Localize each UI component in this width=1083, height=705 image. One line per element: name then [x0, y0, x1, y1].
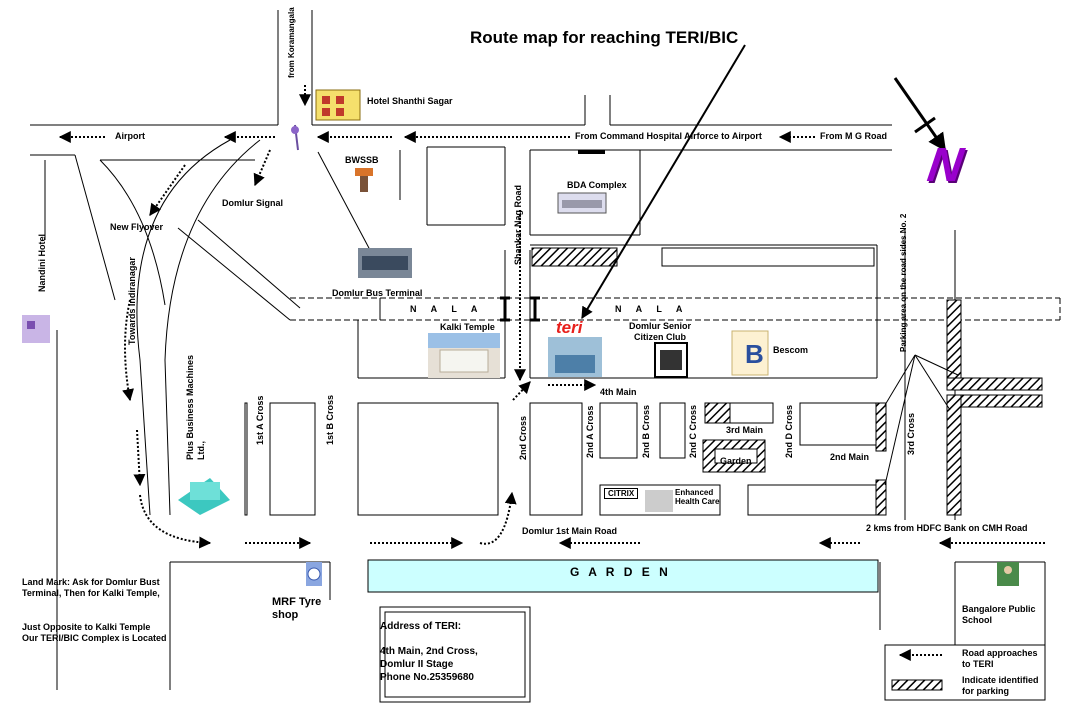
address-line-2: Domlur II Stage: [380, 659, 454, 670]
label-from-koramangala: from Koramangala: [287, 7, 296, 78]
label-airport: Airport: [115, 131, 145, 141]
enhanced-health-care-icon: [645, 490, 673, 512]
traffic-signal-icon: [291, 124, 299, 151]
mrf-tyre-icon: [306, 562, 322, 586]
teri-logo-photo: [548, 337, 602, 377]
legend-road-approaches: Road approaches to TERI: [962, 648, 1038, 669]
label-2nd-c-cross: 2nd C Cross: [688, 404, 698, 458]
north-arrow-shaft: [893, 77, 947, 152]
label-garden-small: Garden: [720, 456, 752, 466]
teri-pointer-arrow: [581, 44, 746, 320]
label-2nd-d-cross: 2nd D Cross: [784, 404, 794, 458]
label-senior-citizen-club: Domlur Senior Citizen Club: [628, 321, 691, 342]
label-2nd-a-cross: 2nd A Cross: [585, 405, 595, 458]
label-new-flyover: New Flyover: [110, 222, 164, 232]
label-domlur-1st-main-road: Domlur 1st Main Road: [522, 526, 618, 536]
page-title: Route map for reaching TERI/BIC: [470, 28, 739, 47]
landmark-note-1: Land Mark: Ask for Domlur Bust Terminal,…: [22, 577, 160, 598]
label-towards-indiranagar: Towards Indiranagar: [127, 257, 137, 345]
label-domlur-signal: Domlur Signal: [222, 198, 284, 208]
label-nandini-hotel: Nandini Hotel: [37, 234, 47, 292]
svg-text:B: B: [745, 339, 764, 369]
senior-citizen-club-icon: [654, 342, 688, 378]
label-bangalore-public-school: Bangalore Public School: [962, 604, 1036, 625]
label-plus-business-machines: Plus Business Machines Ltd.,: [185, 354, 206, 460]
bus-terminal-photo: [358, 248, 412, 278]
water-tower-icon: [355, 168, 373, 192]
label-domlur-bus-terminal: Domlur Bus Terminal: [332, 288, 423, 298]
blocks: [244, 247, 1046, 703]
label-from-command-hospital: From Command Hospital Airforce to Airpor…: [575, 131, 762, 141]
north-indicator: N: [924, 139, 967, 192]
label-2nd-main: 2nd Main: [830, 452, 870, 462]
label-bescom: Bescom: [773, 345, 809, 355]
nandini-hotel-icon: [22, 315, 50, 343]
parking-pointer-lines: [884, 354, 959, 486]
bda-complex-icon: [557, 192, 607, 214]
legend-parking: Indicate identified for parking: [962, 675, 1039, 696]
label-bwssb: BWSSB: [345, 155, 379, 165]
label-shankar-nag-road: Shankar Nag Road: [513, 184, 523, 265]
route-arrows: [58, 85, 1045, 661]
label-4th-main: 4th Main: [600, 387, 637, 397]
plus-business-machines-icon: [178, 478, 230, 515]
label-nala-right: N A L A: [615, 304, 689, 314]
teri-logo-text: teri: [556, 318, 583, 337]
label-hotel-shanthi-sagar: Hotel Shanthi Sagar: [367, 96, 453, 106]
garden-area: [367, 559, 879, 593]
bescom-logo: B: [731, 330, 769, 376]
label-from-mg-road: From M G Road: [820, 131, 887, 141]
kalki-temple-photo: [428, 333, 500, 378]
citrix-logo: CITRIX: [604, 488, 639, 499]
label-enhanced-health-care: Enhanced Health Care: [675, 488, 720, 506]
hotel-shanthi-sagar-icon: [315, 89, 361, 121]
label-3rd-main: 3rd Main: [726, 425, 764, 435]
label-kalki-temple: Kalki Temple: [440, 322, 495, 332]
address-box: Address of TERI: 4th Main, 2nd Cross, Do…: [380, 620, 478, 684]
school-icon: [997, 562, 1019, 586]
label-nala-left: N A L A: [410, 304, 484, 314]
label-3rd-cross: 3rd Cross: [906, 412, 916, 455]
label-1st-a-cross: 1st A Cross: [255, 395, 265, 445]
label-parking-area: Parking area on the road sides No. 2: [899, 213, 908, 352]
address-line-1: 4th Main, 2nd Cross,: [380, 646, 478, 657]
landmark-note-2: Just Opposite to Kalki Temple Our TERI/B…: [22, 622, 167, 643]
label-1st-b-cross: 1st B Cross: [325, 394, 335, 445]
address-heading: Address of TERI:: [380, 621, 462, 632]
label-mrf-tyre-shop: MRF Tyre shop: [272, 596, 322, 621]
label-bda-complex: BDA Complex: [567, 180, 627, 190]
label-2nd-cross: 2nd Cross: [518, 415, 528, 460]
label-garden-big: G A R D E N: [570, 565, 671, 579]
address-line-3: Phone No.25359680: [380, 672, 474, 683]
nala-bridge: [500, 296, 540, 322]
label-hdfc: 2 kms from HDFC Bank on CMH Road: [866, 523, 1028, 533]
label-2nd-b-cross: 2nd B Cross: [641, 404, 651, 458]
